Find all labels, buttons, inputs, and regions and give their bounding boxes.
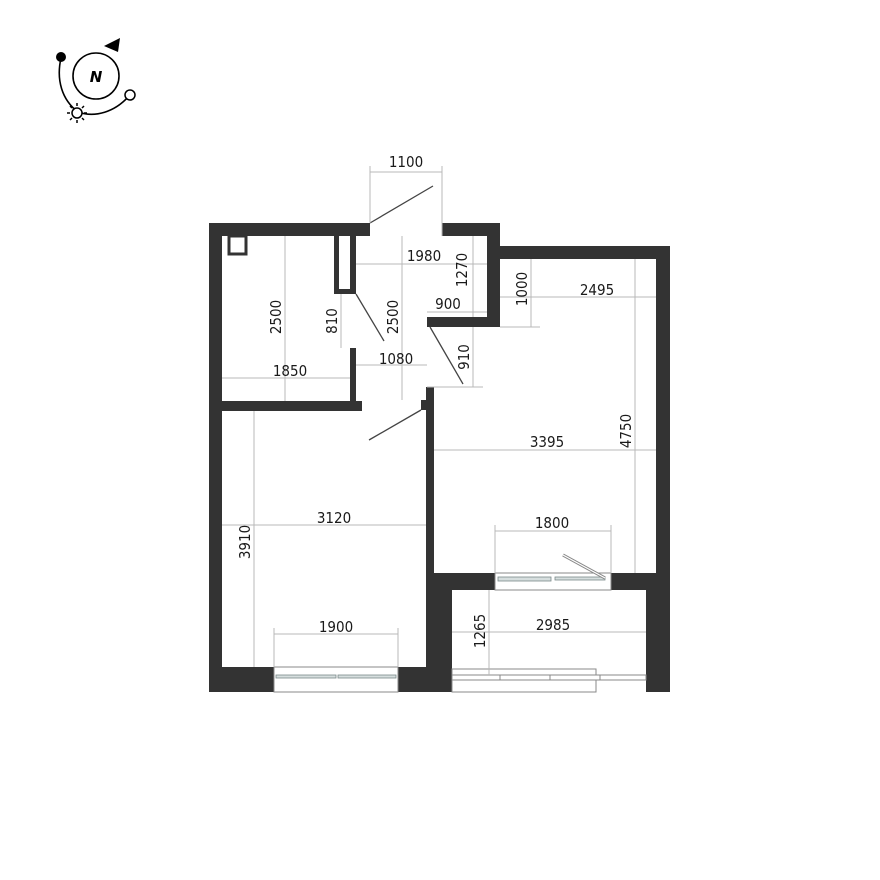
sun-path-icon — [58, 57, 130, 116]
entrance-door-leaf — [369, 185, 434, 224]
bathroom-right-wall-upper — [350, 236, 356, 294]
hall-alcove-wall — [487, 223, 500, 327]
living-window — [494, 553, 612, 591]
dim-entrance-door: 1100 — [389, 153, 423, 171]
dim-living-window: 1800 — [535, 514, 569, 532]
living-bottom-wall-right — [611, 573, 670, 590]
balcony-glazing — [451, 668, 647, 693]
sunset-dot-icon — [124, 89, 136, 101]
bedroom-window — [273, 666, 399, 693]
bedroom-bottom-wall-left — [209, 667, 274, 692]
dimension-lines — [222, 166, 656, 675]
dim-living-width: 3395 — [530, 433, 564, 451]
dim-balcony-depth: 1265 — [471, 614, 489, 648]
dim-balcony-width: 2985 — [536, 616, 570, 634]
dim-bathroom-height: 2500 — [267, 300, 285, 334]
living-door-leaf — [429, 326, 464, 385]
dim-living-height: 4750 — [617, 414, 635, 448]
dim-bedroom-width: 3120 — [317, 509, 351, 527]
bathroom-right-wall-lower — [350, 348, 356, 411]
hall-alcove-bottom-wall — [427, 317, 500, 327]
dim-hall-door-gap: 1080 — [379, 350, 413, 368]
outer-wall-top-middle — [442, 223, 500, 236]
doors — [355, 185, 464, 441]
walls — [209, 223, 670, 692]
sun-icon — [67, 103, 87, 123]
dim-hall-alcove-width: 900 — [435, 295, 461, 313]
dim-hall-alcove-height: 1270 — [453, 253, 471, 287]
bedroom-bottom-wall-right — [398, 667, 452, 692]
dim-bathroom-door: 810 — [323, 308, 341, 334]
dim-bedroom-height: 3910 — [236, 525, 254, 559]
dim-kitchen-nook: 1000 — [513, 272, 531, 306]
door-stop — [421, 400, 428, 410]
niche-bottom-wall — [334, 289, 356, 294]
bedroom-door-leaf — [368, 409, 422, 441]
outer-wall-left — [209, 223, 222, 692]
dim-hall-height: 2500 — [384, 300, 402, 334]
windows — [273, 553, 647, 693]
niche-left-wall — [334, 236, 339, 294]
ventilation-shaft — [227, 234, 248, 256]
compass: N — [56, 38, 136, 123]
compass-ring — [72, 52, 120, 100]
dim-bathroom-width: 1850 — [273, 362, 307, 380]
bathroom-door-leaf — [355, 293, 385, 342]
bathroom-bottom-wall — [222, 401, 362, 411]
dim-room-door: 910 — [455, 344, 473, 370]
dim-living-upper-width: 2495 — [580, 281, 614, 299]
outer-wall-top-right — [487, 246, 670, 259]
north-arrow-icon — [104, 38, 120, 52]
sunrise-dot-icon — [56, 52, 66, 62]
dim-bedroom-window: 1900 — [319, 618, 353, 636]
outer-wall-top-left — [209, 223, 370, 236]
dim-hall-width: 1980 — [407, 247, 441, 265]
north-label: N — [90, 68, 103, 86]
dimension-labels: 1100 1980 900 1080 1850 2495 3395 1800 3… — [236, 153, 635, 648]
partition-wall — [426, 387, 434, 573]
balcony-right-wall — [646, 590, 670, 692]
